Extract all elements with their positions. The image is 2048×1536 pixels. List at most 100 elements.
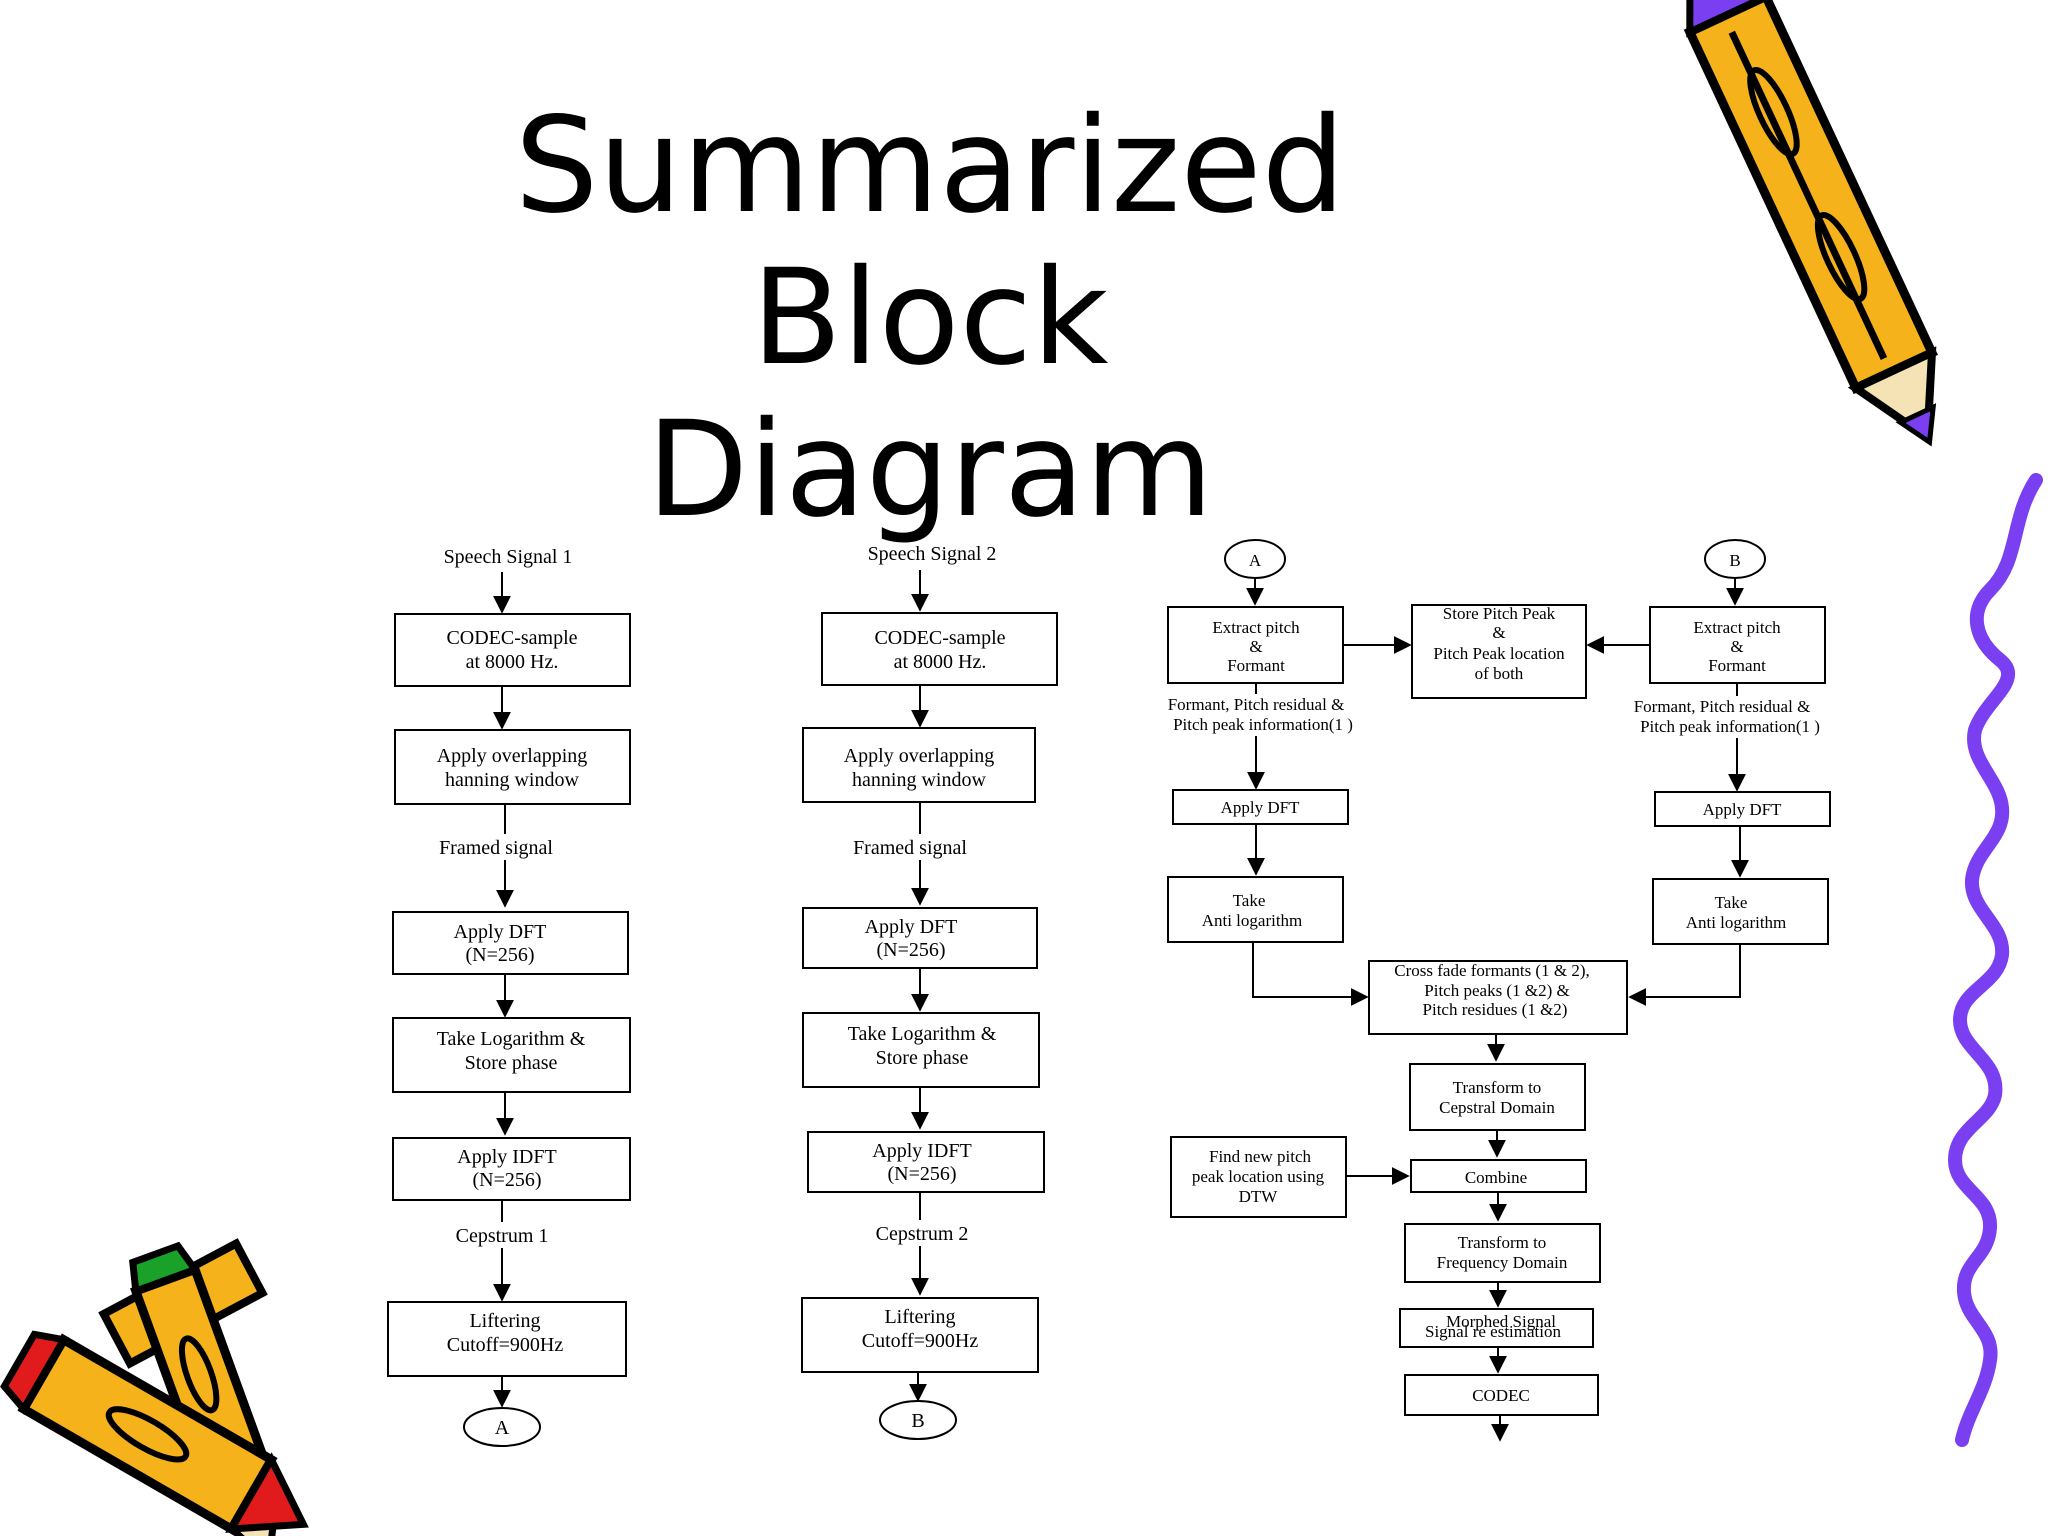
apply-dft-box-2	[802, 907, 1038, 969]
connector-b-out-label: B	[911, 1410, 924, 1432]
cepstral-domain-line2: Cepstral Domain	[1439, 1098, 1555, 1117]
take-logarithm-box-1-line2: Store phase	[465, 1052, 558, 1074]
connector-a-out	[463, 1407, 541, 1447]
cepstral-domain-box	[1409, 1063, 1586, 1131]
apply-dft-box-a-label: Apply DFT	[1221, 798, 1300, 817]
find-pitch-dtw-line2: peak location using	[1192, 1167, 1325, 1186]
purple-squiggle	[1947, 473, 2043, 1447]
apply-idft-box-1	[392, 1137, 631, 1201]
take-logarithm-box-1-line1: Take Logarithm &	[437, 1028, 586, 1050]
hanning-window-box-1-line2: hanning window	[445, 769, 579, 791]
extract-pitch-box-a-line3: Formant	[1227, 656, 1285, 675]
codec-sample-box-1-line2: at 8000 Hz.	[466, 651, 559, 673]
framed-signal-2-label: Framed signal	[853, 837, 967, 859]
extract-pitch-box-a-line1: Extract pitch	[1212, 618, 1300, 637]
apply-idft-box-1-line2: (N=256)	[472, 1169, 541, 1191]
connector-b-in-label: B	[1729, 551, 1740, 570]
apply-idft-box-2-line1: Apply IDFT	[872, 1140, 971, 1162]
liftering-box-2-line1: Liftering	[884, 1306, 955, 1328]
anti-logarithm-box-a	[1167, 876, 1344, 943]
liftering-box-1-line1: Liftering	[469, 1310, 540, 1332]
anti-logarithm-box-a-line2: Anti logarithm	[1202, 911, 1303, 930]
title-line-2: Diagram	[646, 393, 1214, 547]
hanning-window-box-2-line2: hanning window	[852, 769, 986, 791]
hanning-window-box-2-line1: Apply overlapping	[844, 745, 995, 767]
codec-sample-box-2	[821, 612, 1058, 686]
cepstrum-2-label: Cepstrum 2	[876, 1223, 969, 1245]
connector-b-out	[879, 1400, 957, 1440]
slide-title: Summarized Block Diagram	[330, 90, 1530, 546]
pencil-icon	[1683, 0, 1938, 447]
column-speech-signal-2: Speech Signal 2 CODEC-sample at 8000 Hz.…	[801, 543, 1058, 1440]
hanning-window-box-2	[802, 727, 1036, 803]
anti-logarithm-box-a-line1: Take	[1233, 891, 1266, 910]
title-line-1: Summarized Block	[514, 89, 1346, 395]
cepstrum-1-label: Cepstrum 1	[456, 1225, 549, 1247]
frequency-domain-line1: Transform to	[1458, 1233, 1547, 1252]
liftering-box-1-line2: Cutoff=900Hz	[447, 1334, 564, 1356]
info-a-line1: Formant, Pitch residual &	[1168, 695, 1345, 714]
extract-pitch-box-b-line2: &	[1730, 637, 1743, 656]
take-logarithm-box-2	[802, 1012, 1040, 1088]
hanning-window-box-1-line1: Apply overlapping	[437, 745, 588, 767]
codec-sample-box-1	[394, 613, 631, 687]
take-logarithm-box-1	[392, 1017, 631, 1093]
crossed-pencils-icon	[0, 1238, 309, 1536]
apply-idft-box-2-line2: (N=256)	[887, 1163, 956, 1185]
extract-pitch-box-b-line3: Formant	[1708, 656, 1766, 675]
find-pitch-dtw-box	[1170, 1136, 1347, 1218]
apply-dft-box-1	[392, 911, 629, 975]
find-pitch-dtw-line1: Find new pitch	[1209, 1147, 1311, 1166]
take-logarithm-box-2-line1: Take Logarithm &	[848, 1023, 997, 1045]
frequency-domain-box	[1404, 1223, 1601, 1283]
cross-fade-line1: Cross fade formants (1 & 2),	[1394, 961, 1589, 980]
cross-fade-box	[1368, 960, 1628, 1035]
apply-dft-box-1-line1: Apply DFT	[454, 921, 547, 943]
extract-pitch-box-b	[1649, 606, 1826, 684]
liftering-box-2	[801, 1297, 1039, 1373]
anti-logarithm-box-b	[1652, 878, 1829, 945]
apply-dft-box-1-line2: (N=256)	[465, 944, 534, 966]
apply-dft-box-a	[1172, 789, 1349, 825]
apply-dft-box-2-line1: Apply DFT	[865, 916, 958, 938]
liftering-box-2-line2: Cutoff=900Hz	[862, 1330, 979, 1352]
info-b-line1: Formant, Pitch residual &	[1634, 697, 1811, 716]
codec-sample-box-1-line1: CODEC-sample	[446, 627, 577, 649]
anti-logarithm-box-b-line1: Take	[1715, 893, 1748, 912]
speech-signal-2-label: Speech Signal 2	[868, 543, 997, 565]
store-pitch-peak-line3: Pitch Peak location	[1433, 644, 1565, 663]
apply-idft-box-1-line1: Apply IDFT	[457, 1146, 556, 1168]
codec-output-box	[1404, 1374, 1599, 1416]
info-b-line2: Pitch peak information(1 )	[1640, 717, 1820, 736]
apply-dft-box-b-label: Apply DFT	[1703, 800, 1782, 819]
info-a-line2: Pitch peak information(1 )	[1173, 715, 1353, 734]
morphed-signal-label: Morphed Signal	[1446, 1312, 1556, 1331]
store-pitch-peak-line2: &	[1492, 623, 1505, 642]
find-pitch-dtw-line3: DTW	[1239, 1187, 1279, 1206]
liftering-box-1	[387, 1301, 627, 1377]
store-pitch-peak-line4: of both	[1475, 664, 1524, 683]
column-speech-signal-1: Speech Signal 1 CODEC-sample at 8000 Hz.…	[387, 546, 631, 1447]
extract-pitch-box-a-line2: &	[1249, 637, 1262, 656]
combine-label: Combine	[1465, 1168, 1527, 1187]
codec-output-label: CODEC	[1472, 1386, 1530, 1405]
connector-a-out-label: A	[495, 1417, 510, 1439]
extract-pitch-box-a	[1167, 606, 1344, 684]
frequency-domain-line2: Frequency Domain	[1437, 1253, 1568, 1272]
cepstral-domain-line1: Transform to	[1453, 1078, 1542, 1097]
take-logarithm-box-2-line2: Store phase	[876, 1047, 969, 1069]
cross-fade-line2: Pitch peaks (1 &2) &	[1424, 981, 1569, 1000]
connector-a-in-label: A	[1249, 551, 1262, 570]
morphing-section: A B Extract pitch & Formant Store Pitch …	[1163, 539, 1831, 1442]
hanning-window-box-1	[394, 729, 631, 805]
signal-re-estimation-label: Signal re estimation	[1425, 1322, 1561, 1341]
anti-logarithm-box-b-line2: Anti logarithm	[1686, 913, 1787, 932]
extract-pitch-box-b-line1: Extract pitch	[1693, 618, 1781, 637]
apply-dft-box-b	[1654, 791, 1831, 827]
speech-signal-1-label: Speech Signal 1	[444, 546, 573, 568]
apply-dft-box-2-line2: (N=256)	[876, 939, 945, 961]
framed-signal-1-label: Framed signal	[439, 837, 553, 859]
morphed-signal-box	[1399, 1308, 1594, 1348]
